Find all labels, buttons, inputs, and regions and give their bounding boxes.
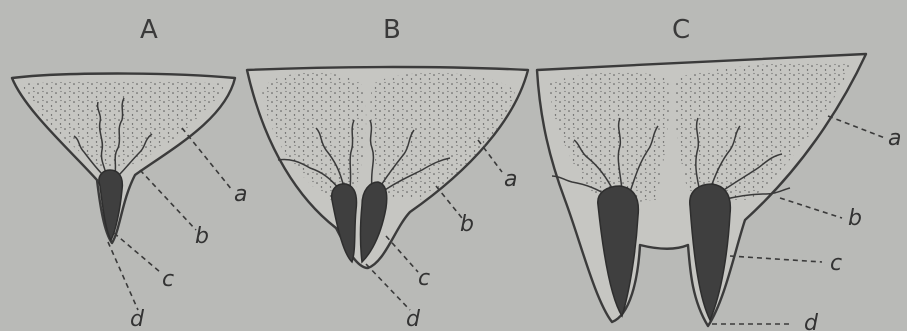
figure-b: B a b c d [247, 15, 528, 331]
figure-a-label-c: c [162, 267, 174, 292]
figure-b-label-d: d [406, 307, 421, 331]
figure-b-label-c: c [418, 266, 430, 291]
figure-c-label-a: a [888, 126, 901, 151]
figure-c-label-d: d [804, 311, 819, 331]
figure-c-label-c: c [830, 251, 842, 276]
figure-c: C a b c d [537, 15, 901, 331]
figure-a-duct [99, 170, 122, 240]
figure-b-label-a: a [504, 167, 517, 192]
figure-c-label-b: b [848, 206, 862, 231]
figure-a-label-b: b [195, 224, 209, 249]
figure-a-label-d: d [130, 307, 145, 331]
figure-a-label-a: a [234, 182, 247, 207]
figure-c-title: C [672, 15, 690, 45]
figure-c-alveoli-right [675, 63, 852, 200]
figure-b-label-b: b [460, 212, 474, 237]
figure-b-title: B [383, 15, 401, 45]
figure-a-title: A [140, 15, 158, 45]
figure-a: A a b c d [12, 15, 247, 331]
